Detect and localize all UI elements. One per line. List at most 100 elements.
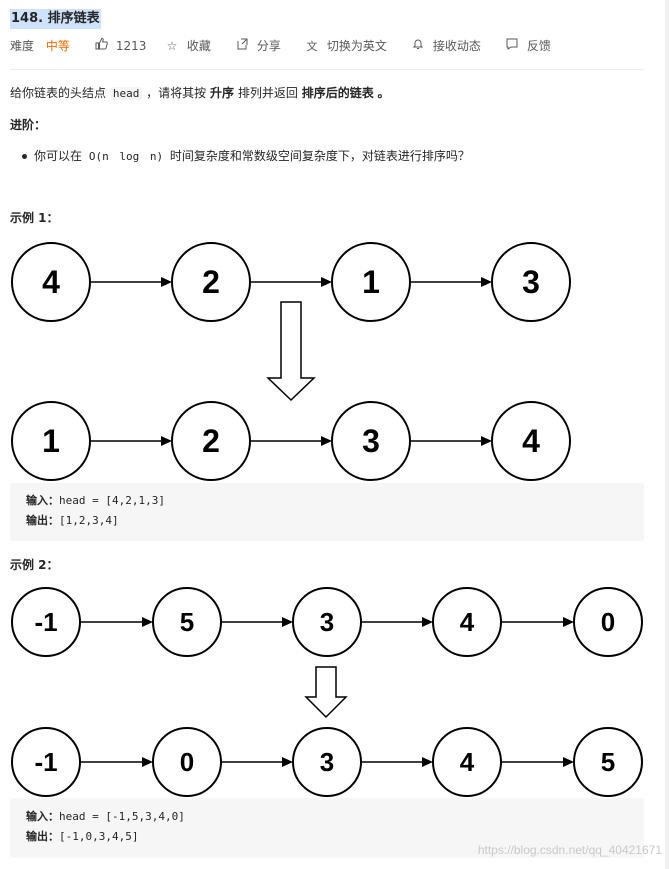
- list-node-value: 4: [522, 423, 540, 459]
- list-node: 5: [152, 587, 222, 657]
- output-value: [1,2,3,4]: [59, 514, 119, 527]
- list-node: 1: [11, 401, 91, 481]
- output-value: [-1,0,3,4,5]: [59, 830, 139, 843]
- list-edge-arrow: [80, 757, 153, 767]
- list-node: 2: [171, 242, 251, 322]
- list-node-value: 0: [180, 747, 194, 777]
- desc-bold-ascending: 升序: [210, 86, 235, 100]
- list-node-value: 3: [320, 747, 334, 777]
- input-label: 输入：: [26, 810, 59, 823]
- list-edge-arrow: [410, 277, 492, 287]
- list-node: -1: [11, 727, 81, 797]
- feedback-label: 反馈: [526, 39, 551, 53]
- example2-input-line: 输入：head = [-1,5,3,4,0]: [10, 798, 644, 827]
- list-node: 1: [331, 242, 411, 322]
- list-node-value: 1: [42, 423, 60, 459]
- bell-icon: [411, 37, 425, 55]
- desc-text: ，请将其按: [146, 86, 207, 100]
- problem-title: 148. 排序链表: [10, 9, 101, 29]
- list-edge-arrow: [250, 436, 332, 446]
- list-edge-arrow: [410, 436, 492, 446]
- list-node-value: 4: [42, 264, 60, 300]
- list-node: 4: [432, 727, 502, 797]
- star-icon: ☆: [166, 39, 178, 53]
- example2-output-line: 输出：[-1,0,3,4,5]: [10, 827, 644, 847]
- inline-code-complexity: O(n log n): [88, 150, 164, 163]
- list-node: 3: [292, 727, 362, 797]
- example2-input-list: -1 5 3 4 0: [11, 587, 643, 657]
- thumbs-up-icon: [94, 37, 108, 55]
- example1-output-list: 1 2 3 4: [11, 401, 571, 481]
- sort-arrow-icon: [266, 301, 316, 402]
- input-label: 输入：: [26, 494, 59, 507]
- favorite-label: 收藏: [186, 39, 211, 53]
- example1-code-block: 输入：head = [4,2,1,3] 输出：[1,2,3,4]: [10, 483, 644, 541]
- input-value: head = [4,2,1,3]: [59, 494, 165, 507]
- feedback-button[interactable]: 反馈: [505, 37, 551, 55]
- bullet-text: 时间复杂度和常数级空间复杂度下，对链表进行排序吗？: [169, 149, 470, 163]
- output-label: 输出：: [26, 830, 59, 843]
- list-node-value: 3: [320, 607, 334, 637]
- translate-icon: 文: [306, 40, 318, 53]
- list-node-value: 5: [601, 747, 615, 777]
- list-edge-arrow: [90, 277, 172, 287]
- list-node: 4: [11, 242, 91, 322]
- example1-heading: 示例 1：: [10, 211, 59, 225]
- watermark: https://blog.csdn.net/qq_40421671: [477, 843, 662, 857]
- list-edge-arrow: [361, 757, 433, 767]
- difficulty: 难度 中等: [10, 37, 70, 55]
- example1-input-line: 输入：head = [4,2,1,3]: [10, 483, 644, 511]
- list-node: 4: [491, 401, 571, 481]
- example2-code-block: 输入：head = [-1,5,3,4,0] 输出：[-1,0,3,4,5]: [10, 798, 644, 858]
- list-edge-arrow: [80, 617, 153, 627]
- list-node: 5: [573, 727, 643, 797]
- list-node: 0: [152, 727, 222, 797]
- list-edge-arrow: [361, 617, 433, 627]
- bullet-dot: [22, 154, 27, 159]
- example1-output-line: 输出：[1,2,3,4]: [10, 511, 644, 531]
- problem-description: 给你链表的头结点 head ，请将其按 升序 排列并返回 排序后的链表 。: [10, 84, 390, 103]
- advanced-heading: 进阶：: [10, 118, 47, 132]
- list-edge-arrow: [501, 757, 574, 767]
- desc-text: 排列并返回: [237, 86, 298, 100]
- desc-bold-sorted-list: 排序后的链表: [301, 86, 374, 100]
- share-button[interactable]: 分享: [235, 37, 281, 55]
- notify-button[interactable]: 接收动态: [411, 37, 481, 55]
- list-edge-arrow: [221, 617, 293, 627]
- desc-text: 。: [377, 86, 390, 100]
- list-node: 3: [292, 587, 362, 657]
- like-button[interactable]: 1213: [94, 37, 146, 55]
- list-node-value: 3: [522, 264, 540, 300]
- advanced-bullet: 你可以在 O(n log n) 时间复杂度和常数级空间复杂度下，对链表进行排序吗…: [22, 147, 470, 166]
- list-edge-arrow: [250, 277, 332, 287]
- notify-label: 接收动态: [432, 39, 481, 53]
- divider: [10, 69, 644, 70]
- share-icon: [235, 37, 249, 55]
- list-node: 4: [432, 587, 502, 657]
- output-label: 输出：: [26, 514, 59, 527]
- list-node-value: 3: [362, 423, 380, 459]
- share-label: 分享: [256, 39, 281, 53]
- favorite-button[interactable]: ☆ 收藏: [165, 37, 211, 55]
- list-edge-arrow: [501, 617, 574, 627]
- list-node-value: -1: [34, 607, 57, 637]
- list-node-value: -1: [34, 747, 57, 777]
- scrollbar[interactable]: [665, 0, 669, 869]
- list-node: -1: [11, 587, 81, 657]
- list-node-value: 4: [460, 747, 475, 777]
- list-node: 3: [491, 242, 571, 322]
- list-node-value: 0: [601, 607, 615, 637]
- difficulty-value: 中等: [45, 39, 70, 53]
- switch-language-label: 切换为英文: [326, 39, 387, 53]
- inline-code-head: head: [109, 87, 143, 100]
- list-edge-arrow: [221, 757, 293, 767]
- feedback-icon: [505, 37, 519, 55]
- list-node: 2: [171, 401, 251, 481]
- bullet-text: 你可以在: [34, 149, 83, 163]
- example2-heading: 示例 2：: [10, 558, 59, 572]
- switch-language-button[interactable]: 文 切换为英文: [305, 37, 387, 56]
- example2-output-list: -1 0 3 4 5: [11, 727, 643, 797]
- list-node: 0: [573, 587, 643, 657]
